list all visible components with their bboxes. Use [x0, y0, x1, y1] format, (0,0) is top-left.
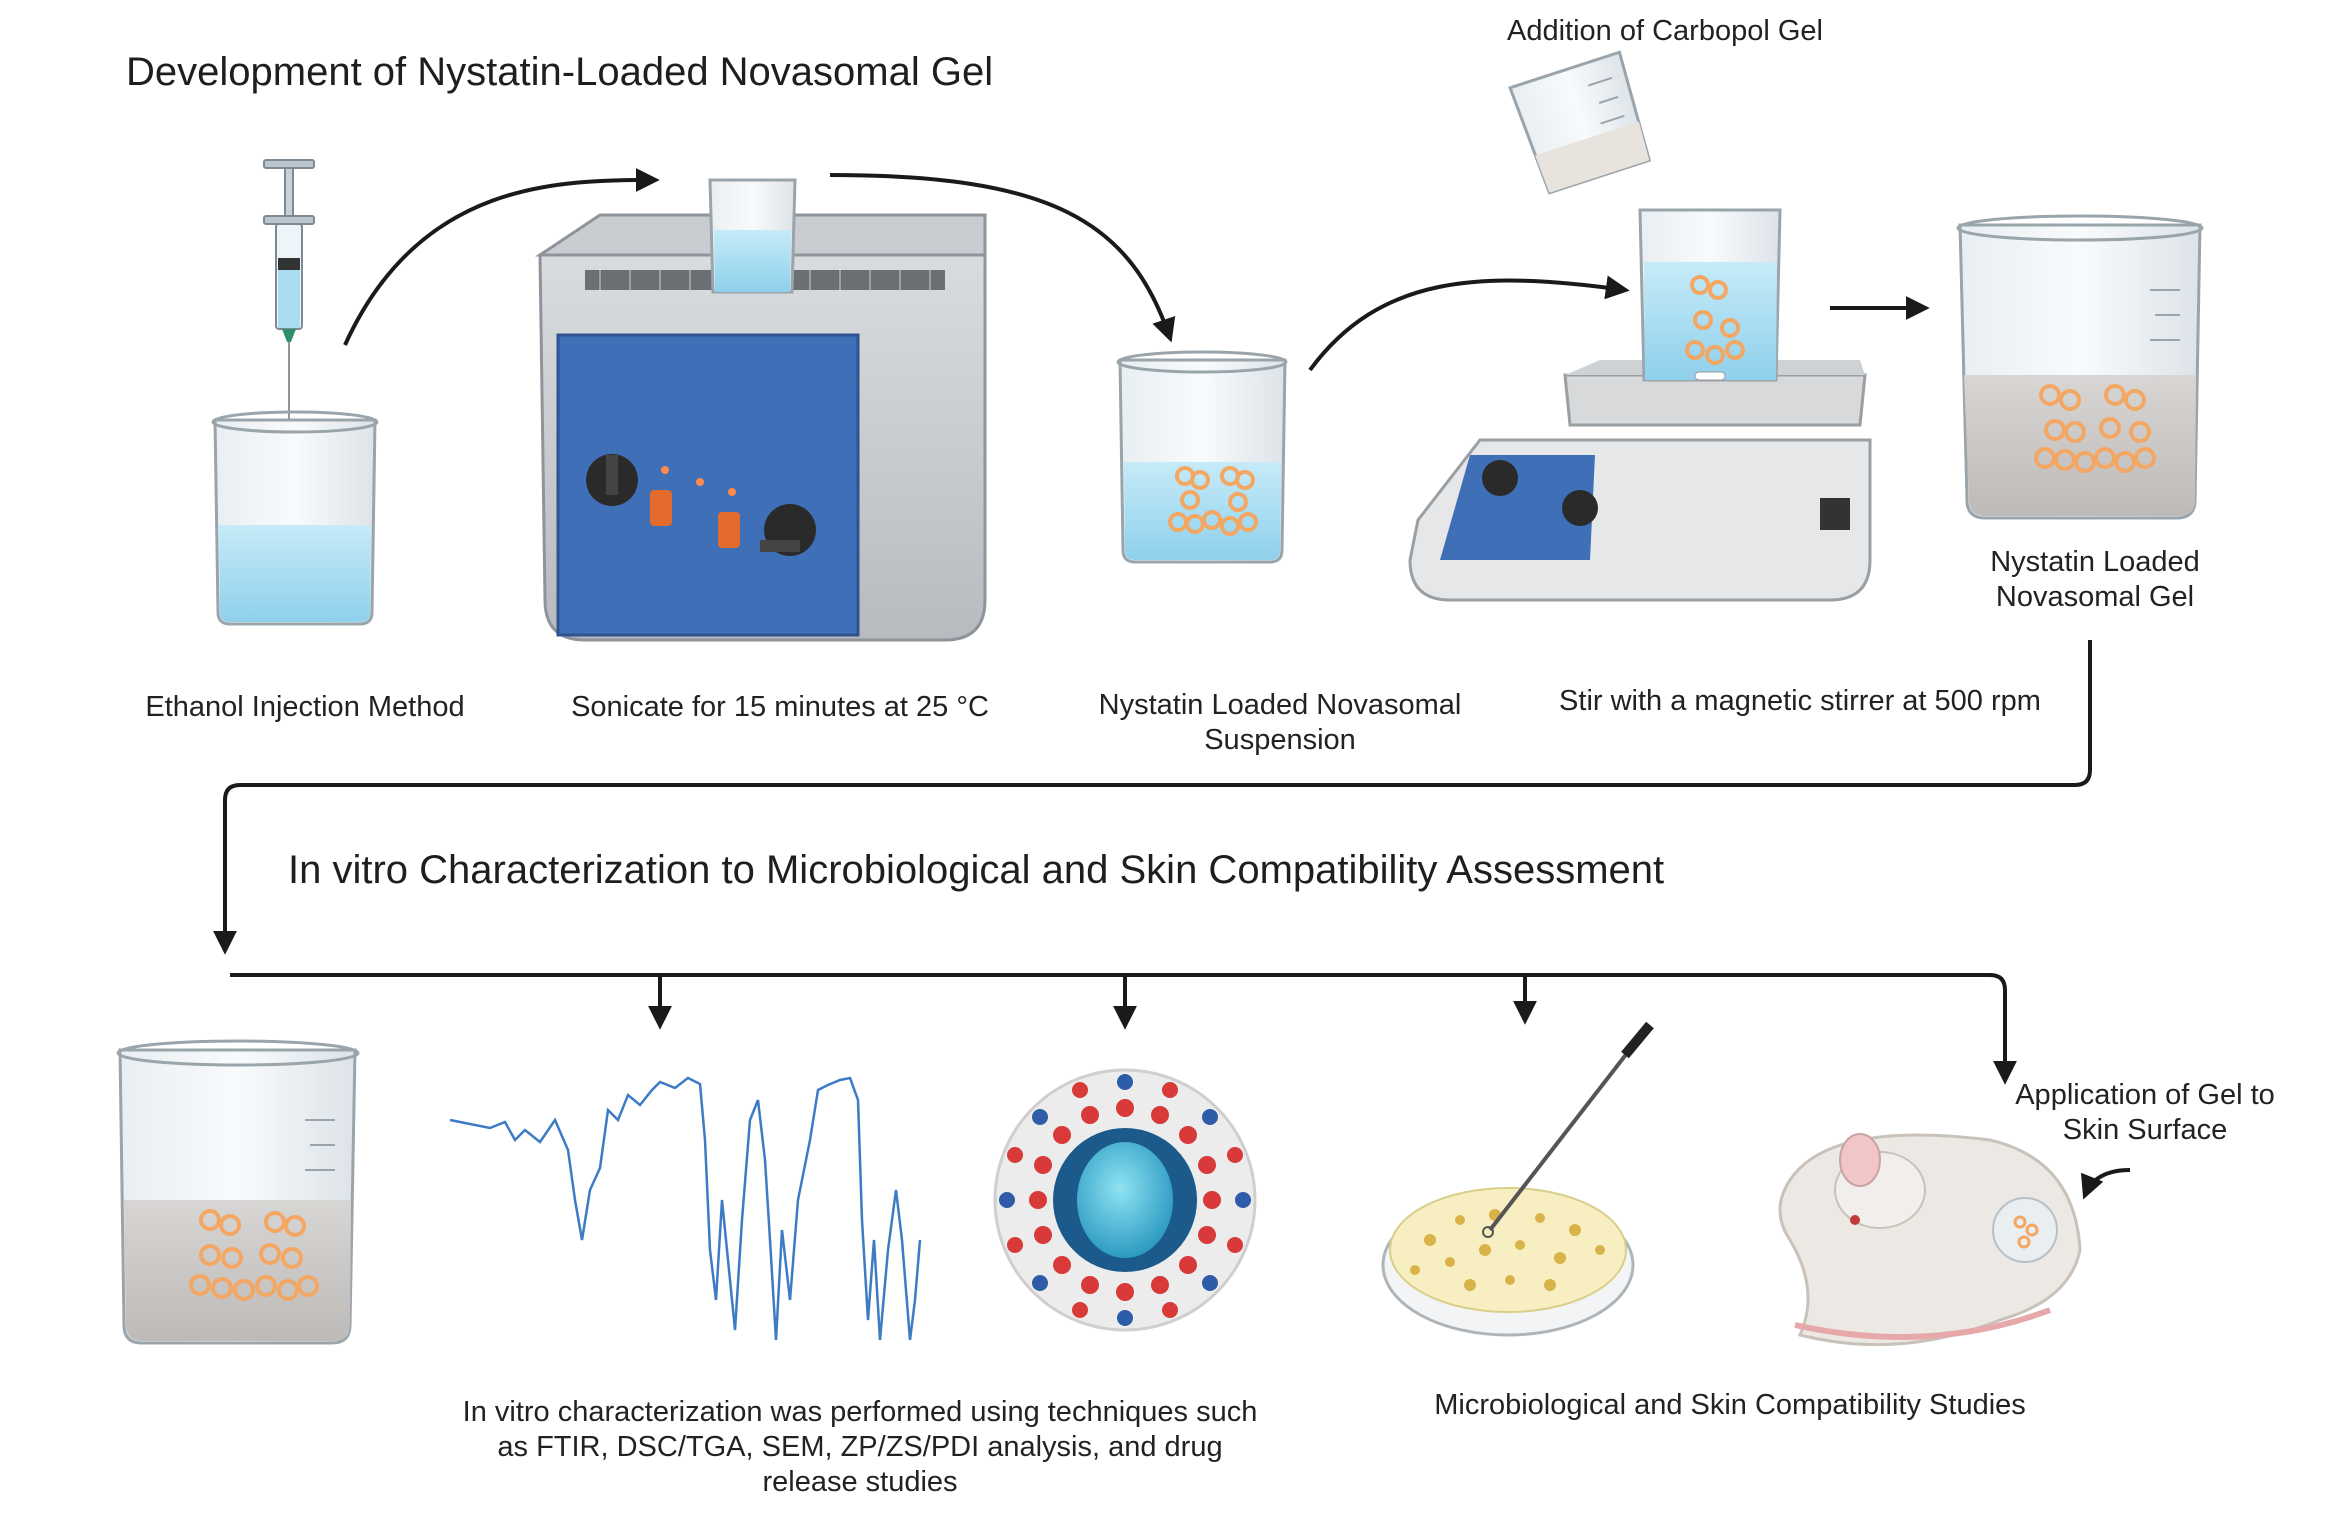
novasome-cross-section-icon [993, 1068, 1257, 1332]
ultrasonic-bath-icon [535, 178, 987, 642]
beaker-icon [1116, 350, 1288, 564]
section-title-development: Development of Nystatin-Loaded Novasomal… [126, 50, 994, 94]
beaker-icon [211, 410, 379, 626]
label-stir: Stir with a magnetic stirrer at 500 rpm [1559, 685, 2041, 717]
petri-dish-icon [1381, 1021, 1654, 1337]
label-gel-application: Application of Gel to Skin Surface [2015, 1079, 2275, 1146]
magnetic-stirrer-icon [1408, 208, 1872, 602]
label-sonicate: Sonicate for 15 minutes at 25 °C [571, 691, 989, 723]
rat-icon [1778, 1133, 2131, 1347]
label-carbopol: Addition of Carbopol Gel [1507, 15, 1823, 47]
label-micro-skin-studies: Microbiological and Skin Compatibility S… [1434, 1389, 2026, 1421]
measuring-cup-icon [1508, 50, 1652, 195]
flow-arrows-top [343, 168, 1930, 372]
label-ethanol-injection: Ethanol Injection Method [145, 691, 465, 723]
syringe-icon [263, 159, 315, 512]
label-novasomal-gel: Nystatin Loaded Novasomal Gel [1990, 546, 2200, 613]
section-connector [213, 640, 2092, 1085]
label-in-vitro-characterization: In vitro characterization was performed … [462, 1396, 1258, 1498]
beaker-icon [1956, 214, 2204, 520]
label-suspension: Nystatin Loaded Novasomal Suspension [1098, 689, 1462, 756]
ftir-spectrum-icon [449, 1076, 922, 1341]
section-title-characterization: In vitro Characterization to Microbiolog… [288, 848, 1665, 892]
beaker-icon [116, 1039, 360, 1345]
